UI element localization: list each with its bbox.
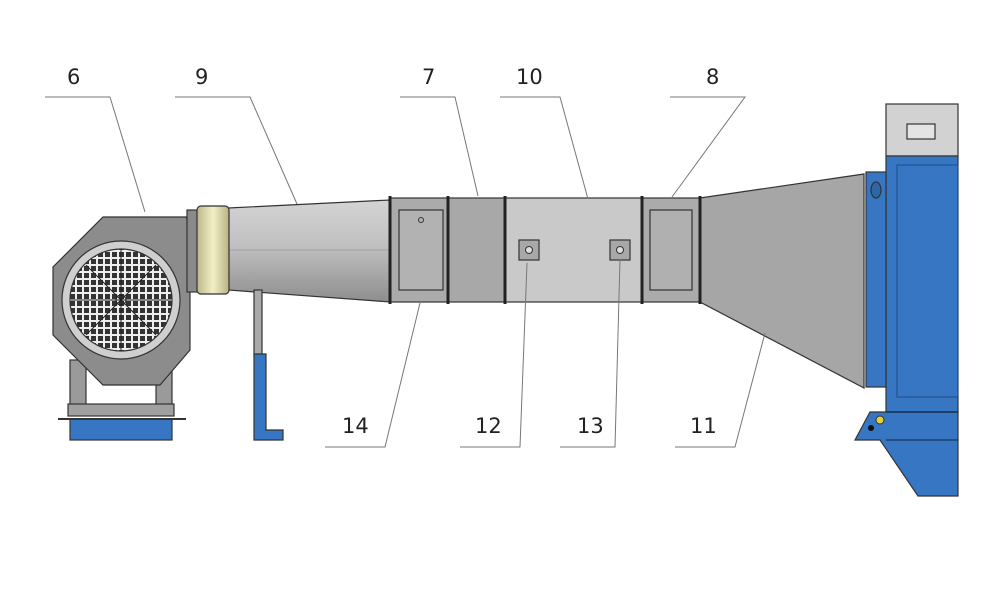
callout-11: 11 bbox=[690, 414, 717, 438]
duct bbox=[227, 196, 702, 304]
duct-support bbox=[253, 289, 284, 441]
filter-unit bbox=[853, 103, 959, 497]
callout-12: 12 bbox=[475, 414, 502, 438]
callouts: 6 9 7 10 8 14 12 13 11 bbox=[45, 65, 766, 448]
callout-9: 9 bbox=[195, 65, 208, 89]
fan bbox=[52, 205, 230, 441]
callout-7: 7 bbox=[422, 65, 435, 89]
callout-14: 14 bbox=[342, 414, 369, 438]
callout-8: 8 bbox=[706, 65, 719, 89]
callout-6: 6 bbox=[67, 65, 80, 89]
callout-10: 10 bbox=[516, 65, 543, 89]
flexible-connector bbox=[196, 205, 230, 295]
outlet-transition bbox=[699, 173, 865, 389]
inspection-door bbox=[398, 209, 444, 291]
callout-13: 13 bbox=[577, 414, 604, 438]
